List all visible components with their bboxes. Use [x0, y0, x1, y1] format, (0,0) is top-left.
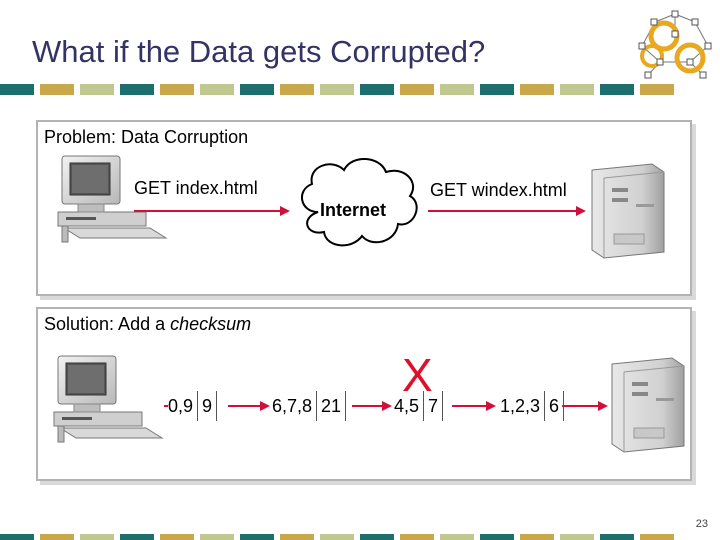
solution-panel: Solution: Add a checksum	[36, 307, 692, 481]
packet-data: 0,9	[168, 396, 194, 416]
stripe-segment	[560, 84, 594, 95]
stripe-segment	[360, 84, 394, 95]
stripe-segment	[480, 84, 514, 95]
stripe-segment	[40, 84, 74, 95]
corrupted-request-label: GET windex.html	[430, 180, 567, 200]
stripe-segment	[40, 534, 74, 540]
decorative-stripe-bottom	[0, 534, 690, 540]
stripe-segment	[520, 84, 554, 95]
stripe-segment	[120, 84, 154, 95]
problem-heading: Problem: Data Corruption	[44, 127, 249, 147]
stripe-segment	[240, 534, 274, 540]
client-computer-icon	[57, 155, 168, 243]
stripe-segment	[400, 534, 434, 540]
stripe-segment	[200, 84, 234, 95]
internet-cloud-label: Internet	[320, 200, 387, 220]
stripe-segment	[640, 534, 674, 540]
stripe-segment	[440, 534, 474, 540]
slide-title: What if the Data gets Corrupted?	[32, 34, 486, 69]
packet-data: 6,7,8	[272, 396, 313, 416]
stripe-segment	[200, 534, 234, 540]
server-tower-icon	[591, 163, 665, 259]
packet-checksum: 21	[316, 391, 347, 421]
stripe-segment	[120, 534, 154, 540]
stripe-segment	[320, 534, 354, 540]
stripe-segment	[280, 534, 314, 540]
stripe-segment	[360, 534, 394, 540]
stripe-segment	[440, 84, 474, 95]
stripe-segment	[640, 84, 674, 95]
packet-checksum: 7	[423, 391, 444, 421]
internet-cloud-icon	[301, 158, 418, 247]
stripe-segment	[480, 534, 514, 540]
solution-heading: Solution: Add a checksum	[44, 314, 252, 334]
client-computer-icon	[53, 355, 164, 443]
stripe-segment	[280, 84, 314, 95]
stripe-segment	[600, 84, 634, 95]
stripe-segment	[240, 84, 274, 95]
server-tower-icon	[611, 357, 685, 453]
packet-data: 1,2,3	[500, 396, 541, 416]
request-label: GET index.html	[134, 178, 258, 198]
page-number: 23	[695, 518, 708, 530]
stripe-segment	[80, 84, 114, 95]
packet-data: 4,5	[394, 396, 420, 416]
packet: 0,9 9	[164, 391, 218, 421]
packet-checksum: 6	[544, 391, 565, 421]
packet: 6,7,8 21	[268, 391, 347, 421]
corruption-mark: X	[402, 349, 433, 401]
stripe-segment	[600, 534, 634, 540]
stripe-segment	[320, 84, 354, 95]
stripe-segment	[0, 84, 34, 95]
packet-checksum: 9	[197, 391, 218, 421]
stripe-segment	[400, 84, 434, 95]
stripe-segment	[80, 534, 114, 540]
decorative-stripe-top	[0, 84, 690, 95]
packet: 4,5 7	[390, 391, 444, 421]
stripe-segment	[520, 534, 554, 540]
stripe-segment	[160, 534, 194, 540]
stripe-segment	[560, 534, 594, 540]
packet: 1,2,3 6	[496, 391, 565, 421]
stripe-segment	[160, 84, 194, 95]
stripe-segment	[0, 534, 34, 540]
